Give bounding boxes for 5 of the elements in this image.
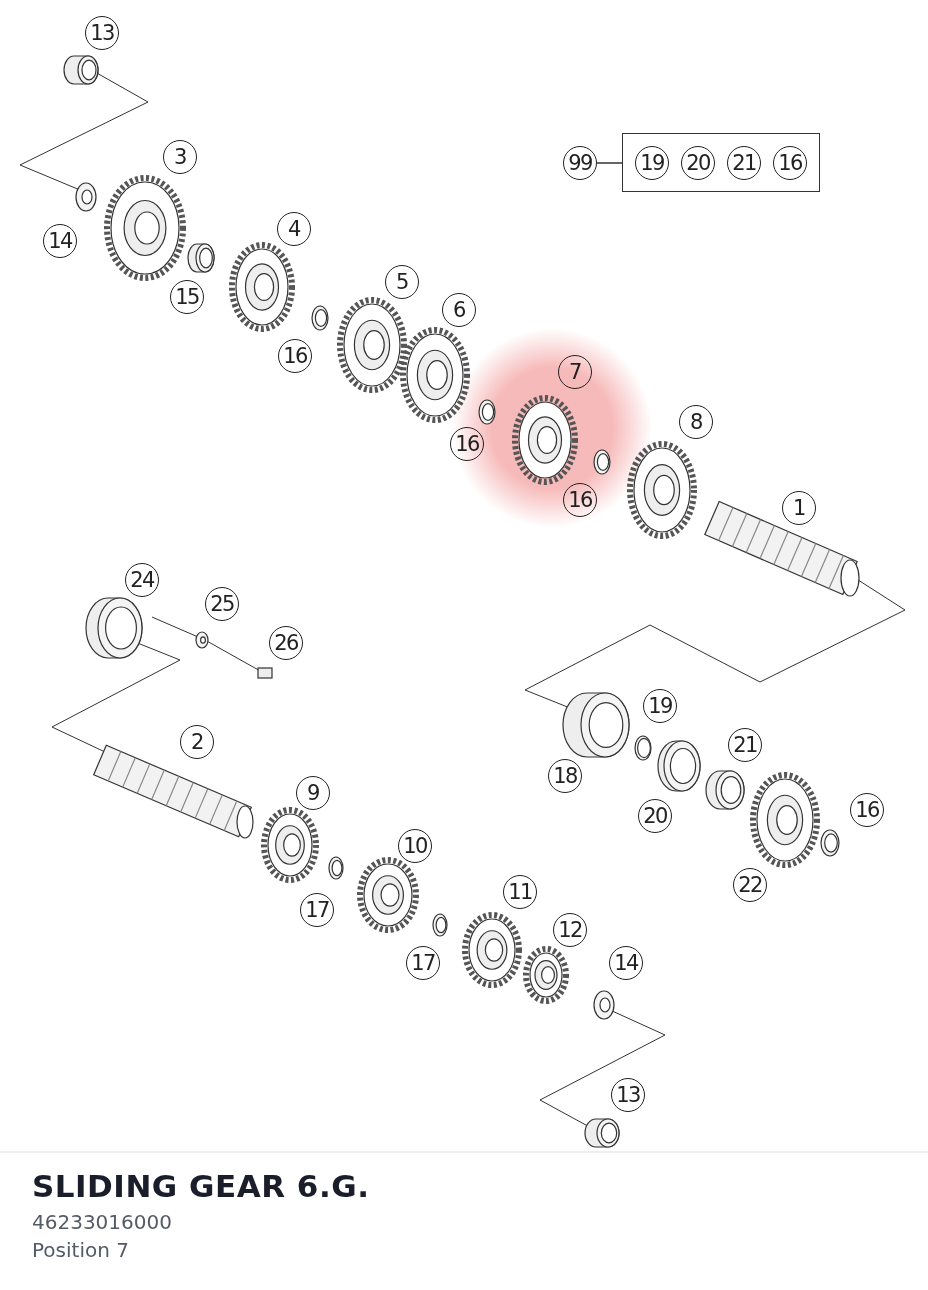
- part-info-text: 46233016000: [32, 1210, 172, 1234]
- kit-box: [622, 133, 820, 192]
- part-info-text: Position 7: [32, 1238, 129, 1262]
- connector-line: [596, 162, 623, 164]
- part-title: SLIDING GEAR 6.G.: [32, 1168, 370, 1204]
